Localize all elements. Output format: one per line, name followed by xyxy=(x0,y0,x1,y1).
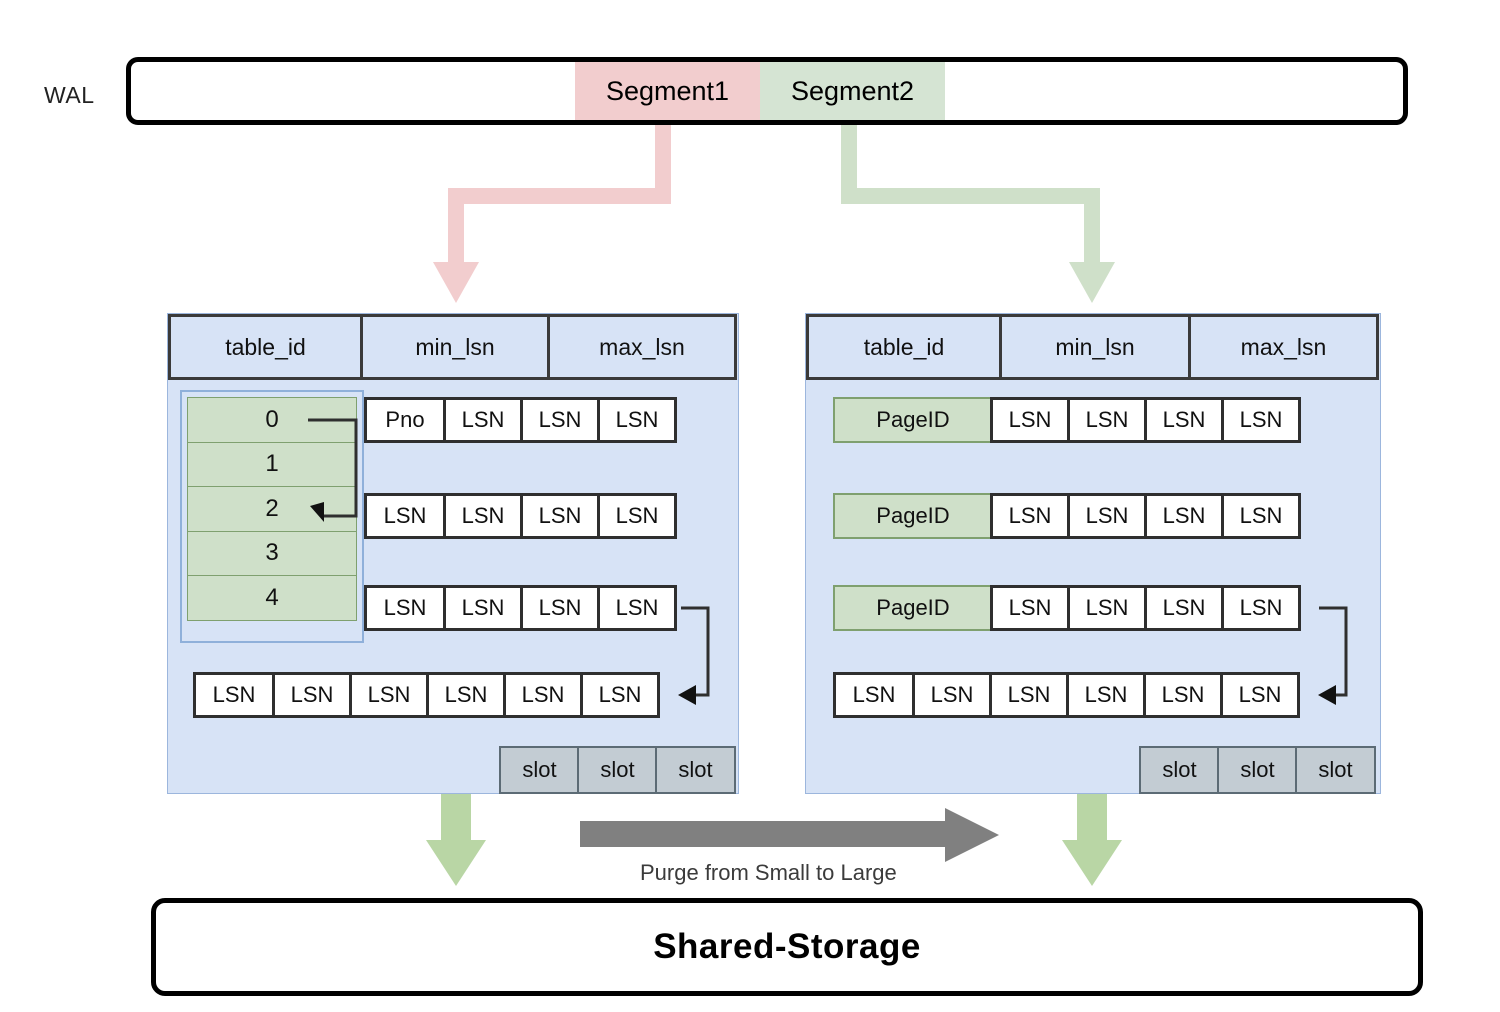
right-panel-internal-pointers xyxy=(1318,606,1348,705)
segment1-table-panel: table_id min_lsn max_lsn 0 1 2 3 4 Pno L… xyxy=(167,313,739,794)
right-slot-row: slot slot slot xyxy=(1139,746,1376,794)
left-header-min-lsn: min_lsn xyxy=(360,314,550,380)
left-purge-arrowhead xyxy=(426,840,486,886)
lsn-cell[interactable]: LSN xyxy=(520,397,600,443)
left-overflow-lsn-row: LSN LSN LSN LSN LSN LSN xyxy=(193,672,660,718)
slot-cell[interactable]: slot xyxy=(655,746,736,794)
right-header-min-lsn: min_lsn xyxy=(999,314,1191,380)
wal-segment-2[interactable]: Segment2 xyxy=(760,62,945,120)
lsn-cell[interactable]: Pno xyxy=(364,397,446,443)
page-id-cell[interactable]: PageID xyxy=(833,493,993,539)
lsn-cell[interactable]: LSN xyxy=(1143,672,1223,718)
lsn-cell[interactable]: LSN xyxy=(443,585,523,631)
segment1-connector-line xyxy=(448,125,671,265)
segment2-arrowhead xyxy=(1069,262,1115,303)
shared-storage-label: Shared-Storage xyxy=(653,927,921,966)
lsn-cell[interactable]: LSN xyxy=(193,672,275,718)
segment1-arrowhead xyxy=(433,262,479,303)
slot-cell[interactable]: slot xyxy=(1295,746,1376,794)
lsn-cell[interactable]: LSN xyxy=(1066,672,1146,718)
wal-label: WAL xyxy=(44,82,95,108)
lsn-cell[interactable]: LSN xyxy=(1221,585,1301,631)
lsn-cell[interactable]: LSN xyxy=(364,585,446,631)
left-table-header-row: table_id min_lsn max_lsn xyxy=(168,314,738,380)
lsn-cell[interactable]: LSN xyxy=(912,672,992,718)
lsn-cell[interactable]: LSN xyxy=(1144,585,1224,631)
lsn-cell[interactable]: LSN xyxy=(520,493,600,539)
lsn-cell[interactable]: LSN xyxy=(990,585,1070,631)
lsn-cell[interactable]: LSN xyxy=(426,672,506,718)
table-id-cell[interactable]: 3 xyxy=(187,530,357,576)
left-header-max-lsn: max_lsn xyxy=(547,314,737,380)
lsn-cell[interactable]: LSN xyxy=(597,585,677,631)
lsn-cell[interactable]: LSN xyxy=(580,672,660,718)
page-id-cell[interactable]: PageID xyxy=(833,585,993,631)
lsn-cell[interactable]: LSN xyxy=(990,397,1070,443)
lsn-cell[interactable]: LSN xyxy=(1221,397,1301,443)
lsn-cell[interactable]: LSN xyxy=(1067,585,1147,631)
right-lsn-row-2: PageID LSN LSN LSN LSN xyxy=(833,493,1301,539)
lsn-cell[interactable]: LSN xyxy=(349,672,429,718)
left-lsn-row-2: LSN LSN LSN LSN xyxy=(364,493,677,539)
wal-bar: Segment1 Segment2 xyxy=(126,57,1408,125)
lsn-cell[interactable]: LSN xyxy=(989,672,1069,718)
segment2-table-panel: table_id min_lsn max_lsn PageID LSN LSN … xyxy=(805,313,1381,794)
slot-cell[interactable]: slot xyxy=(1217,746,1298,794)
lsn-cell[interactable]: LSN xyxy=(597,493,677,539)
purge-arrowhead xyxy=(945,808,999,862)
lsn-cell[interactable]: LSN xyxy=(597,397,677,443)
left-header-table-id: table_id xyxy=(168,314,363,380)
slot-cell[interactable]: slot xyxy=(577,746,658,794)
lsn-cell[interactable]: LSN xyxy=(1067,493,1147,539)
lsn-cell[interactable]: LSN xyxy=(990,493,1070,539)
slot-cell[interactable]: slot xyxy=(499,746,580,794)
lsn-cell[interactable]: LSN xyxy=(272,672,352,718)
right-header-table-id: table_id xyxy=(806,314,1002,380)
right-header-max-lsn: max_lsn xyxy=(1188,314,1379,380)
right-overflow-lsn-row: LSN LSN LSN LSN LSN LSN xyxy=(833,672,1300,718)
table-id-cell[interactable]: 1 xyxy=(187,441,357,487)
table-id-cell[interactable]: 2 xyxy=(187,486,357,532)
slot-cell[interactable]: slot xyxy=(1139,746,1220,794)
lsn-cell[interactable]: LSN xyxy=(1144,397,1224,443)
lsn-cell[interactable]: LSN xyxy=(503,672,583,718)
right-lsn-row-3: PageID LSN LSN LSN LSN xyxy=(833,585,1301,631)
lsn-cell[interactable]: LSN xyxy=(1067,397,1147,443)
wal-segment-1[interactable]: Segment1 xyxy=(575,62,760,120)
left-table-id-column: 0 1 2 3 4 xyxy=(180,390,364,643)
lsn-cell[interactable]: LSN xyxy=(364,493,446,539)
lsn-cell[interactable]: LSN xyxy=(520,585,600,631)
left-slot-row: slot slot slot xyxy=(499,746,736,794)
lsn-cell[interactable]: LSN xyxy=(1221,493,1301,539)
lsn-cell[interactable]: LSN xyxy=(443,397,523,443)
purge-label: Purge from Small to Large xyxy=(640,860,897,885)
table-id-cell[interactable]: 4 xyxy=(187,575,357,621)
page-id-cell[interactable]: PageID xyxy=(833,397,993,443)
lsn-cell[interactable]: LSN xyxy=(443,493,523,539)
table-id-cell[interactable]: 0 xyxy=(187,397,357,443)
right-purge-arrowhead xyxy=(1062,840,1122,886)
lsn-cell[interactable]: LSN xyxy=(1220,672,1300,718)
right-table-header-row: table_id min_lsn max_lsn xyxy=(806,314,1380,380)
left-lsn-row-3: LSN LSN LSN LSN xyxy=(364,585,677,631)
shared-storage-box: Shared-Storage xyxy=(151,898,1423,996)
segment2-connector-line xyxy=(841,125,1100,265)
right-lsn-row-1: PageID LSN LSN LSN LSN xyxy=(833,397,1301,443)
lsn-cell[interactable]: LSN xyxy=(1144,493,1224,539)
left-lsn-row-1: Pno LSN LSN LSN xyxy=(364,397,677,443)
lsn-cell[interactable]: LSN xyxy=(833,672,915,718)
